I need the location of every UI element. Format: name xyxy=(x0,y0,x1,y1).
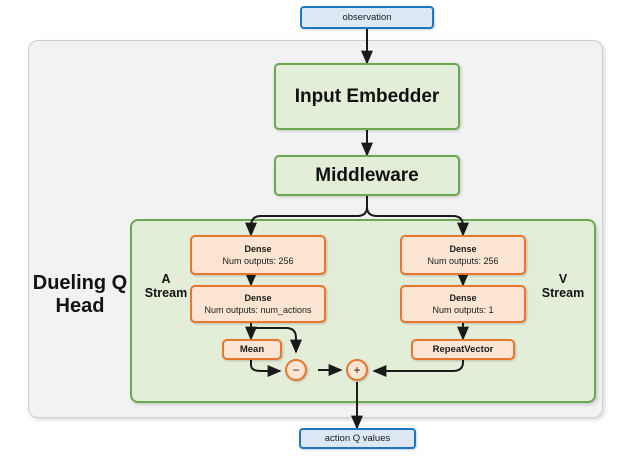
a-stream-label-line2: Stream xyxy=(144,286,188,301)
v-stream-dense-1-detail: Num outputs: 256 xyxy=(427,256,499,266)
add-operator[interactable]: + xyxy=(346,359,368,381)
a-stream-dense-2[interactable]: Dense Num outputs: num_actions xyxy=(190,285,326,323)
v-stream-dense-2-detail: Num outputs: 1 xyxy=(432,305,494,315)
repeat-vector-block[interactable]: RepeatVector xyxy=(411,339,515,360)
dueling-q-head-label: Dueling Q Head xyxy=(32,272,128,318)
middleware-block[interactable]: Middleware xyxy=(274,155,460,196)
v-stream-label-line2: Stream xyxy=(541,286,585,301)
a-stream-dense-1[interactable]: Dense Num outputs: 256 xyxy=(190,235,326,275)
action-q-values-label: action Q values xyxy=(324,433,391,444)
subtract-operator[interactable]: − xyxy=(285,359,307,381)
input-embedder-block[interactable]: Input Embedder xyxy=(274,63,460,130)
v-stream-label: V Stream xyxy=(537,272,589,301)
observation-node[interactable]: observation xyxy=(300,6,434,29)
a-stream-label-line1: A xyxy=(161,272,171,286)
v-stream-dense-1[interactable]: Dense Num outputs: 256 xyxy=(400,235,526,275)
subtract-symbol: − xyxy=(292,363,300,377)
v-stream-label-line1: V xyxy=(558,272,568,286)
v-stream-dense-2-name: Dense xyxy=(449,293,477,303)
dueling-q-head-label-line1: Dueling Q Head xyxy=(32,272,128,317)
add-symbol: + xyxy=(353,363,361,377)
repeat-vector-label: RepeatVector xyxy=(432,344,494,355)
middleware-label: Middleware xyxy=(315,164,419,186)
a-stream-dense-2-detail: Num outputs: num_actions xyxy=(204,305,312,315)
action-q-values-node[interactable]: action Q values xyxy=(299,428,416,449)
observation-label: observation xyxy=(342,12,392,23)
mean-block[interactable]: Mean xyxy=(222,339,282,360)
a-stream-dense-1-name: Dense xyxy=(244,244,272,254)
mean-label: Mean xyxy=(239,344,265,355)
v-stream-dense-2[interactable]: Dense Num outputs: 1 xyxy=(400,285,526,323)
a-stream-label: A Stream xyxy=(140,272,192,301)
a-stream-dense-2-name: Dense xyxy=(244,293,272,303)
v-stream-dense-1-name: Dense xyxy=(449,244,477,254)
input-embedder-label: Input Embedder xyxy=(294,85,440,107)
a-stream-dense-1-detail: Num outputs: 256 xyxy=(222,256,294,266)
